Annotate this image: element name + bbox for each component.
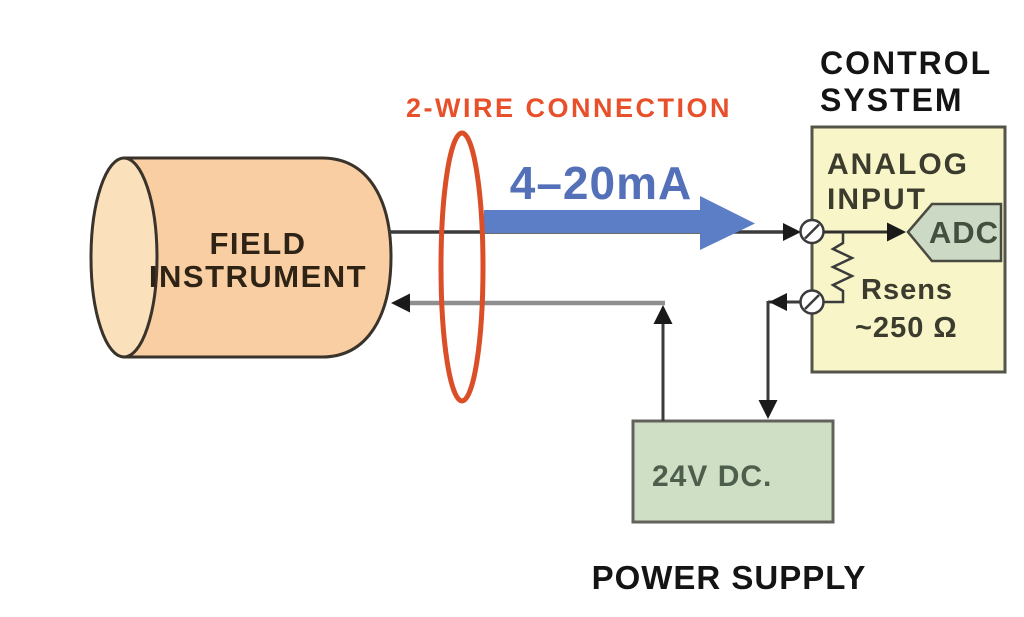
current-arrow-body bbox=[484, 210, 702, 233]
two-wire-connection-callout: 2-WIRE CONNECTION bbox=[406, 93, 732, 404]
field-instrument-label-line1: FIELD bbox=[209, 226, 306, 261]
adc-block bbox=[906, 202, 1003, 263]
current-arrow-head bbox=[700, 196, 755, 250]
supply-lead-right-arrowhead bbox=[758, 400, 778, 419]
power-supply-caption: POWER SUPPLY bbox=[592, 559, 867, 596]
supply-lead-right-corner-arrowhead bbox=[769, 293, 787, 311]
two-wire-connection-label: 2-WIRE CONNECTION bbox=[406, 93, 732, 123]
analog-input-label-line1: ANALOG bbox=[827, 148, 969, 181]
loop-wiring bbox=[389, 223, 802, 421]
adc-label: ADC bbox=[929, 215, 999, 250]
control-system-title-line2: SYSTEM bbox=[820, 82, 964, 118]
power-supply: 24V DC. POWER SUPPLY bbox=[592, 419, 867, 596]
screw-terminal-top-slot bbox=[804, 223, 820, 240]
field-instrument-label-line2: INSTRUMENT bbox=[149, 259, 367, 294]
control-system-title-line1: CONTROL bbox=[820, 45, 992, 81]
resistor-value-label: ~250 Ω bbox=[855, 312, 958, 344]
return-wire-arrowhead bbox=[391, 293, 410, 313]
signal-wire-arrowhead bbox=[783, 223, 801, 241]
current-range-label: 4–20mA bbox=[510, 157, 692, 209]
current-flow-arrow: 4–20mA bbox=[484, 157, 755, 250]
resistor-name-label: Rsens bbox=[861, 274, 953, 306]
cable-loop-ellipse bbox=[438, 130, 486, 404]
cylinder-face bbox=[89, 156, 159, 359]
screw-terminal-top bbox=[799, 218, 825, 245]
control-system: CONTROL SYSTEM ANALOG INPUT ADC Rsens ~2… bbox=[799, 45, 1007, 374]
sense-resistor bbox=[823, 232, 855, 304]
cylinder-body bbox=[122, 156, 393, 359]
power-supply-voltage-label: 24V DC. bbox=[652, 460, 772, 493]
supply-lead-left-arrowhead bbox=[653, 305, 673, 324]
power-supply-box bbox=[631, 419, 835, 524]
screw-terminal-bottom-slot bbox=[804, 294, 820, 310]
analog-input-label-line2: INPUT bbox=[827, 183, 927, 216]
screw-terminal-bottom bbox=[799, 289, 825, 315]
field-instrument: FIELD INSTRUMENT bbox=[89, 156, 393, 359]
adc-input-arrowhead bbox=[887, 222, 906, 242]
